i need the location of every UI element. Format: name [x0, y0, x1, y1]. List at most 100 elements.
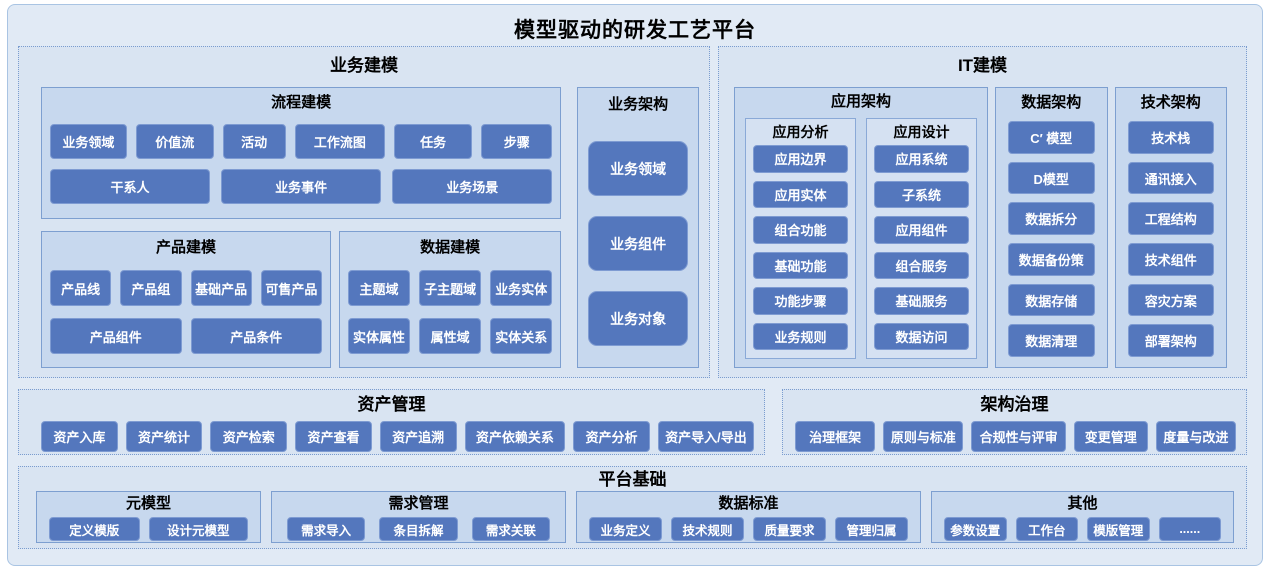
application-analysis-module: 应用边界 — [753, 145, 848, 173]
tech-architecture-title: 技术架构 — [1140, 94, 1201, 111]
process-modeling-row2: 干系人业务事件业务场景 — [50, 169, 553, 204]
data-standards-module: 质量要求 — [753, 517, 826, 541]
meta-model-list: 定义模版设计元模型 — [49, 517, 248, 541]
asset-management-list: 资产入库资产统计资产检索资产查看资产追溯资产依赖关系资产分析资产导入/导出 — [41, 421, 754, 452]
product-modeling-title: 产品建模 — [155, 239, 216, 256]
business-architecture-module: 业务组件 — [588, 216, 688, 271]
asset-management-module: 资产依赖关系 — [464, 421, 566, 452]
application-analysis-module: 功能步骤 — [753, 287, 848, 315]
process-module: 干系人 — [50, 169, 211, 204]
platform-base-panel: 平台基础 元模型 定义模版设计元模型 需求管理 需求导入条目拆解需求关联 数据标… — [18, 466, 1247, 549]
data-modeling-row1: 主题域子主题域业务实体 — [348, 270, 553, 306]
application-design-module: 组合服务 — [874, 251, 969, 279]
application-architecture-title: 应用架构 — [830, 93, 891, 110]
application-design-list: 应用系统子系统应用组件组合服务基础服务数据访问 — [874, 145, 969, 350]
governance-module: 治理框架 — [795, 421, 876, 452]
architecture-governance-panel: 架构治理 治理框架原则与标准合规性与评审变更管理度量与改进 — [782, 389, 1247, 455]
others-module: 工作台 — [1015, 517, 1078, 541]
platform-base-row: 平台基础 元模型 定义模版设计元模型 需求管理 需求导入条目拆解需求关联 数据标… — [18, 466, 1247, 549]
meta-model-module: 设计元模型 — [148, 517, 248, 541]
application-design-module: 基础服务 — [874, 287, 969, 315]
governance-module: 度量与改进 — [1155, 421, 1236, 452]
modeling-row: 业务建模 流程建模 业务领域价值流活动工作流图任务步骤 干系人业务事件业务场景 … — [18, 46, 1247, 378]
tech-architecture-module: 技术组件 — [1127, 243, 1214, 276]
tech-architecture-module: 部署架构 — [1127, 324, 1214, 358]
process-module: 价值流 — [135, 124, 214, 159]
asset-management-module: 资产入库 — [41, 421, 118, 452]
asset-management-panel: 资产管理 资产入库资产统计资产检索资产查看资产追溯资产依赖关系资产分析资产导入/… — [18, 389, 765, 455]
platform-base-title: 平台基础 — [598, 470, 667, 489]
product-module: 产品组 — [120, 270, 182, 306]
data-architecture-module: 数据清理 — [1008, 324, 1095, 358]
process-modeling-box: 流程建模 业务领域价值流活动工作流图任务步骤 干系人业务事件业务场景 — [41, 87, 562, 219]
product-modeling-row2: 产品组件产品条件 — [50, 318, 322, 354]
process-module: 步骤 — [481, 124, 553, 159]
product-module: 产品线 — [50, 270, 112, 306]
data-module: 实体属性 — [348, 318, 411, 354]
data-standards-list: 业务定义技术规则质量要求管理归属 — [589, 517, 908, 541]
business-architecture-module: 业务对象 — [588, 291, 688, 346]
application-architecture-columns: 应用分析 应用边界应用实体组合功能基础功能功能步骤业务规则 应用设计 应用系统子… — [745, 118, 977, 359]
data-standards-module: 管理归属 — [835, 517, 908, 541]
business-architecture-module: 业务领域 — [588, 141, 688, 196]
business-modeling-left: 流程建模 业务领域价值流活动工作流图任务步骤 干系人业务事件业务场景 产品建模 … — [41, 87, 562, 368]
data-architecture-module: 数据存储 — [1008, 283, 1095, 317]
requirements-module: 条目拆解 — [379, 517, 458, 541]
application-design-module: 子系统 — [874, 180, 969, 208]
requirements-box: 需求管理 需求导入条目拆解需求关联 — [271, 491, 566, 543]
asset-management-module: 资产追溯 — [379, 421, 457, 452]
data-module: 实体关系 — [490, 318, 553, 354]
it-modeling-title: IT建模 — [957, 56, 1008, 75]
asset-management-module: 资产检索 — [210, 421, 288, 452]
management-row: 资产管理 资产入库资产统计资产检索资产查看资产追溯资产依赖关系资产分析资产导入/… — [18, 389, 1247, 455]
data-standards-box: 数据标准 业务定义技术规则质量要求管理归属 — [576, 491, 921, 543]
process-module: 业务领域 — [50, 124, 127, 159]
business-modeling-bottom: 产品建模 产品线产品组基础产品可售产品 产品组件产品条件 数据建模 主题域子主题… — [41, 231, 562, 368]
others-box: 其他 参数设置工作台模版管理...... — [931, 491, 1234, 543]
product-module: 可售产品 — [260, 270, 322, 306]
product-module: 产品条件 — [190, 318, 322, 354]
application-design-box: 应用设计 应用系统子系统应用组件组合服务基础服务数据访问 — [866, 118, 977, 359]
others-module: 模版管理 — [1087, 517, 1150, 541]
others-title: 其他 — [1067, 495, 1098, 512]
product-module: 基础产品 — [190, 270, 252, 306]
requirements-list: 需求导入条目拆解需求关联 — [284, 517, 553, 541]
meta-model-module: 定义模版 — [49, 517, 140, 541]
meta-model-title: 元模型 — [125, 495, 171, 512]
product-modeling-box: 产品建模 产品线产品组基础产品可售产品 产品组件产品条件 — [41, 231, 331, 368]
it-modeling-panel: IT建模 应用架构 应用分析 应用边界应用实体组合功能基础功能功能步骤业务规则 … — [718, 46, 1247, 378]
data-module: 子主题域 — [419, 270, 482, 306]
application-analysis-module: 组合功能 — [753, 216, 848, 244]
application-design-module: 数据访问 — [874, 322, 969, 350]
business-modeling-title: 业务建模 — [330, 56, 398, 75]
data-architecture-module: 数据拆分 — [1008, 202, 1095, 236]
data-architecture-module: C′ 模型 — [1008, 121, 1095, 154]
platform-architecture-diagram: 模型驱动的研发工艺平台 业务建模 流程建模 业务领域价值流活动工作流图任务步骤 … — [7, 4, 1263, 566]
architecture-governance-title: 架构治理 — [980, 395, 1049, 414]
product-modeling-row1: 产品线产品组基础产品可售产品 — [50, 270, 322, 306]
tech-architecture-module: 技术栈 — [1127, 121, 1214, 154]
it-modeling-body: 应用架构 应用分析 应用边界应用实体组合功能基础功能功能步骤业务规则 应用设计 … — [719, 87, 1246, 377]
architecture-governance-list: 治理框架原则与标准合规性与评审变更管理度量与改进 — [795, 421, 1236, 452]
requirements-module: 需求关联 — [471, 517, 550, 541]
application-design-module: 应用系统 — [874, 145, 969, 173]
process-modeling-title: 流程建模 — [271, 94, 332, 111]
requirements-title: 需求管理 — [388, 495, 449, 512]
process-module: 活动 — [222, 124, 286, 159]
application-analysis-module: 业务规则 — [753, 322, 848, 350]
diagram-title: 模型驱动的研发工艺平台 — [514, 19, 756, 42]
application-analysis-title: 应用分析 — [772, 124, 829, 140]
tech-architecture-module: 容灾方案 — [1127, 283, 1214, 317]
others-module: 参数设置 — [944, 517, 1007, 541]
application-architecture-box: 应用架构 应用分析 应用边界应用实体组合功能基础功能功能步骤业务规则 应用设计 … — [734, 87, 988, 368]
others-list: 参数设置工作台模版管理...... — [944, 517, 1221, 541]
data-modeling-box: 数据建模 主题域子主题域业务实体 实体属性属性域实体关系 — [339, 231, 562, 368]
governance-module: 原则与标准 — [883, 421, 964, 452]
data-modeling-row2: 实体属性属性域实体关系 — [348, 318, 553, 354]
tech-architecture-box: 技术架构 技术栈通讯接入工程结构技术组件容灾方案部署架构 — [1114, 87, 1227, 368]
data-architecture-title: 数据架构 — [1021, 94, 1082, 111]
governance-module: 合规性与评审 — [971, 421, 1066, 452]
data-standards-title: 数据标准 — [718, 495, 779, 512]
